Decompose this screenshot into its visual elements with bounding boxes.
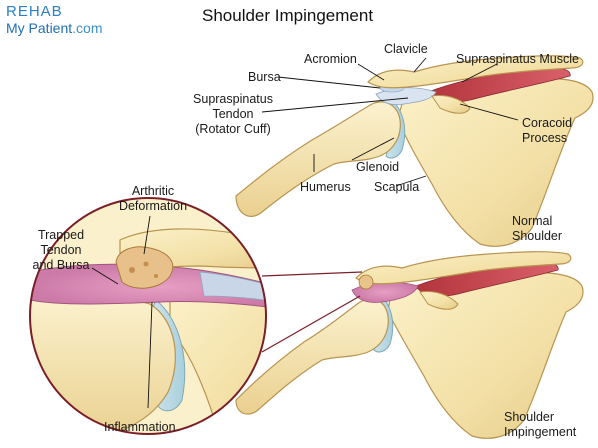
label-clavicle: Clavicle <box>384 42 428 57</box>
magnifier-connector-top <box>262 272 362 276</box>
label-supraspinatus-tendon: Supraspinatus Tendon (Rotator Cuff) <box>178 92 288 137</box>
logo-line-2: My Patient.com <box>6 21 102 35</box>
bone-spur <box>359 275 373 289</box>
label-coracoid-process: Coracoid Process <box>522 116 572 146</box>
label-trapped-tendon-bursa: Trapped Tendon and Bursa <box>30 228 92 273</box>
rehab-my-patient-logo[interactable]: REHAB My Patient.com <box>6 4 102 35</box>
label-shoulder-impingement: Shoulder Impingement <box>504 410 576 440</box>
label-acromion: Acromion <box>304 52 357 67</box>
label-humerus: Humerus <box>300 180 351 195</box>
label-glenoid: Glenoid <box>356 160 399 175</box>
label-inflammation: Inflammation <box>104 420 176 435</box>
label-supraspinatus-muscle: Supraspinatus Muscle <box>456 52 579 67</box>
scapula-bone <box>398 79 593 247</box>
label-arthritic-deformation: Arthritic Deformation <box>108 184 198 214</box>
diagram-title: Shoulder Impingement <box>202 6 373 26</box>
label-bursa: Bursa <box>248 70 281 85</box>
label-normal-shoulder: Normal Shoulder <box>512 214 562 244</box>
label-scapula: Scapula <box>374 180 419 195</box>
logo-line-1: REHAB <box>6 4 102 19</box>
